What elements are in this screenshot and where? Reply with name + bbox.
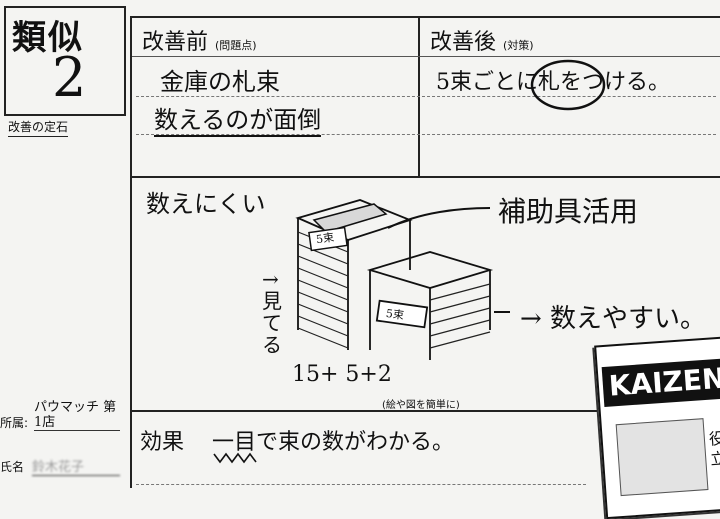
before-subtitle: (問題点): [215, 39, 257, 52]
category-box: 類似 2: [4, 6, 126, 116]
insert-illustration: [615, 418, 709, 497]
before-line-2: 数えるのが面倒: [154, 100, 322, 137]
number-handwritten: 2: [52, 46, 87, 109]
before-line-1: 金庫の札束: [160, 68, 280, 96]
after-line-1: 5束ごとに札をつける。: [436, 70, 670, 95]
tab-label-bottom: 5束: [385, 306, 405, 323]
effect-text: 一目で束の数がわかる。: [212, 430, 455, 455]
before-title-text: 改善前: [142, 30, 209, 55]
tab-label-top: 5束: [315, 230, 335, 247]
affiliation-value: パウマッチ 第1店: [34, 400, 120, 431]
name-label: 氏名: [0, 458, 24, 475]
circle-annotation: [530, 59, 606, 111]
after-title: 改善後 (対策): [430, 24, 534, 56]
name-value: 鈴木花子: [32, 456, 120, 476]
affiliation-label: 所属:: [0, 416, 29, 430]
sidebar-caption: 改善の定石: [8, 118, 69, 137]
sketch-note-easy: → 数えやすい。: [520, 304, 707, 334]
sketch-note-tool: 補助具活用: [498, 195, 639, 228]
sketch-count-row: 15+ 5+2: [292, 362, 392, 387]
insert-line-2: 立: [709, 448, 720, 469]
before-title: 改善前 (問題点): [142, 24, 257, 56]
sketch-caption: (絵や図を簡単に): [382, 400, 460, 411]
name-label-text: 氏名: [0, 460, 25, 474]
insert-brand: KAIZEN事: [601, 356, 720, 443]
form-frame: [130, 16, 720, 488]
kaizen-insert-card: KAIZEN事 役 立: [594, 334, 720, 519]
stacked-bills-sketch: [295, 199, 510, 360]
effect-underline-scribble: [213, 452, 257, 464]
sketch-vertical-note: → 見てる: [262, 267, 282, 357]
after-subtitle: (対策): [503, 39, 534, 52]
sketch-note-hard: 数えにくい: [146, 190, 266, 218]
after-title-text: 改善後: [430, 30, 497, 55]
effect-title: 効果: [140, 430, 185, 455]
affiliation-label-text: 所属: [0, 416, 25, 430]
category-handwritten: 類似: [12, 18, 84, 58]
